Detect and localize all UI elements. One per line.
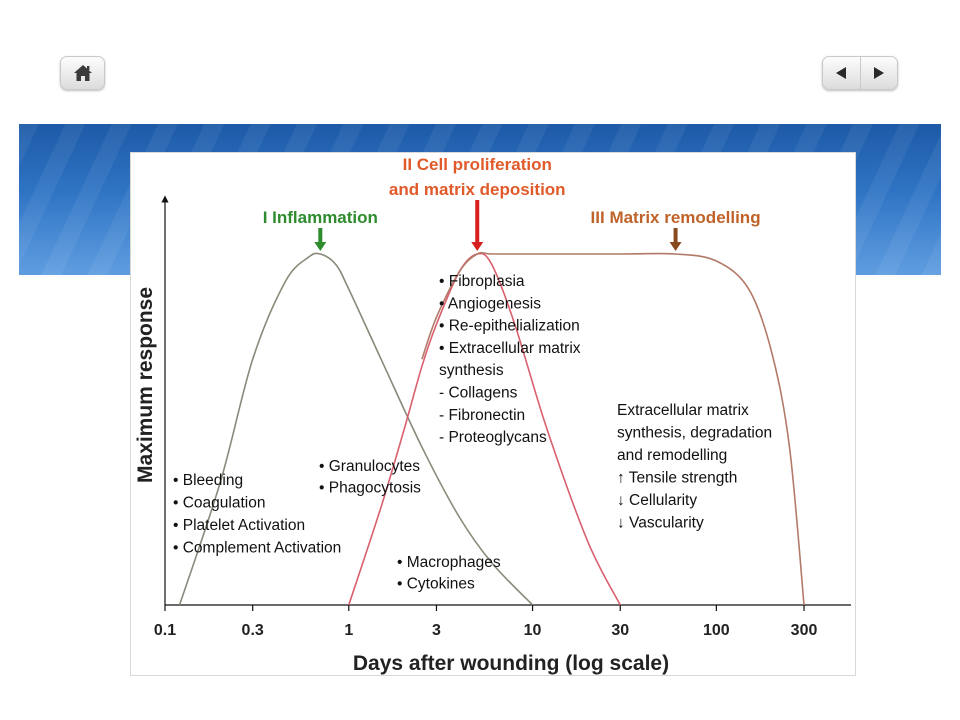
annotation-cell-events: • Phagocytosis xyxy=(319,480,421,497)
annotation-inflammation-events: • Complement Activation xyxy=(173,540,341,557)
annotation-inflammation-events: • Coagulation xyxy=(173,495,265,512)
home-button[interactable] xyxy=(60,56,105,90)
triangle-left-icon xyxy=(836,67,847,79)
x-tick-label: 10 xyxy=(524,622,542,639)
annotation-remodelling-events: Extracellular matrix xyxy=(617,402,749,419)
annotation-inflammation-events: • Bleeding xyxy=(173,472,243,489)
annotation-remodelling-events: ↑ Tensile strength xyxy=(617,470,737,487)
chart-card: 0.1 0.3 1 3 10 30 100 300 I Inflammation II Cell… xyxy=(130,152,856,676)
annotation-proliferation-events: • Extracellular matrix xyxy=(439,340,581,357)
annotation-proliferation-events: - Fibronectin xyxy=(439,407,525,424)
annotation-proliferation-events: • Fibroplasia xyxy=(439,273,525,290)
phase-arrowhead-1 xyxy=(314,242,327,251)
phase-label-3: III Matrix remodelling xyxy=(591,208,761,227)
annotation-proliferation-events: • Angiogenesis xyxy=(439,295,541,312)
x-tick-label: 1 xyxy=(344,622,353,639)
slide-nav-group xyxy=(822,56,898,90)
annotation-cell-events: • Granulocytes xyxy=(319,458,420,475)
triangle-right-icon xyxy=(873,67,884,79)
phase-label-1: I Inflammation xyxy=(263,208,378,227)
annotation-remodelling-events: ↓ Vascularity xyxy=(617,515,704,532)
annotation-remodelling-events: ↓ Cellularity xyxy=(617,492,697,509)
x-tick-label: 0.3 xyxy=(242,622,264,639)
annotation-remodelling-events: synthesis, degradation xyxy=(617,425,772,442)
x-tick-label: 0.1 xyxy=(154,622,176,639)
series-line-2 xyxy=(348,252,621,606)
phase-label-2: and matrix deposition xyxy=(389,180,566,199)
phase-arrowhead-2 xyxy=(471,242,484,251)
annotation-proliferation-events: - Collagens xyxy=(439,385,518,402)
phase-label-2: II Cell proliferation xyxy=(403,155,552,174)
home-icon xyxy=(73,65,92,81)
phase-arrowhead-3 xyxy=(669,242,682,251)
previous-button[interactable] xyxy=(823,57,860,89)
y-axis-label: Maximum response xyxy=(134,287,157,483)
annotation-proliferation-events: synthesis xyxy=(439,362,504,379)
annotation-late-cell-events: • Macrophages xyxy=(397,554,501,571)
x-tick-label: 300 xyxy=(791,622,818,639)
wound-healing-chart: 0.1 0.3 1 3 10 30 100 300 I Inflammation II Cell… xyxy=(134,155,851,675)
annotation-late-cell-events: • Cytokines xyxy=(397,576,475,593)
x-tick-label: 30 xyxy=(611,622,629,639)
annotation-remodelling-events: and remodelling xyxy=(617,447,727,464)
x-tick-label: 100 xyxy=(703,622,730,639)
x-axis-label: Days after wounding (log scale) xyxy=(353,652,669,675)
annotation-proliferation-events: - Proteoglycans xyxy=(439,429,547,446)
series-line-1 xyxy=(178,252,534,606)
x-tick-label: 3 xyxy=(432,622,441,639)
annotation-inflammation-events: • Platelet Activation xyxy=(173,517,305,534)
series-line-3 xyxy=(421,251,805,606)
next-button[interactable] xyxy=(859,57,898,89)
annotation-proliferation-events: • Re-epithelialization xyxy=(439,318,580,335)
